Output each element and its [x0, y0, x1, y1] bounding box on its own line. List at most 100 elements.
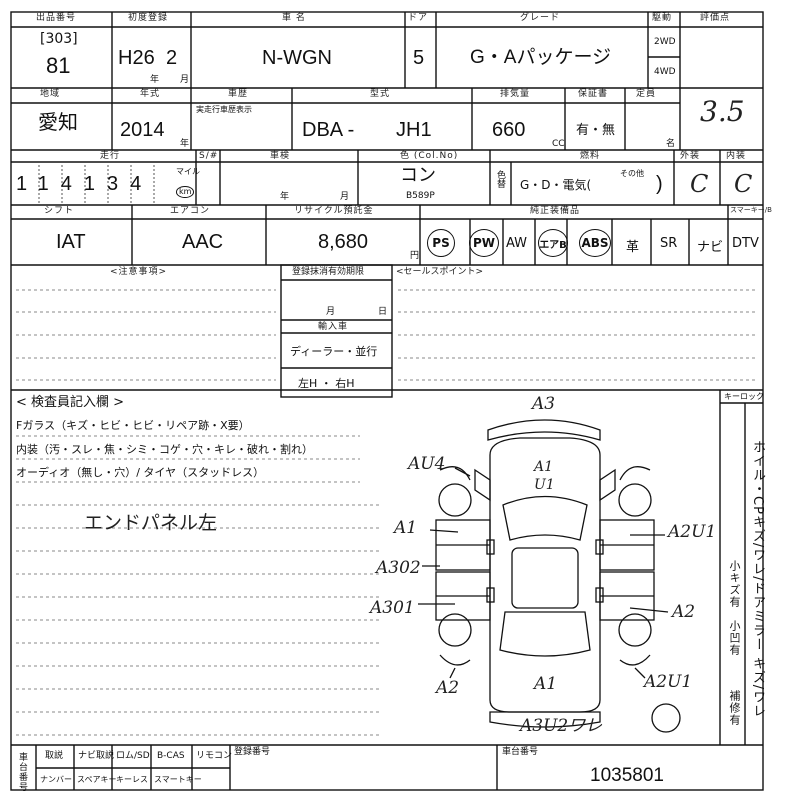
month-unit: 月 — [180, 75, 190, 85]
doors-value: 5 — [413, 47, 425, 69]
hdr-fuel: 燃料 — [580, 151, 601, 161]
history-label: 実走行車歴表示 — [196, 105, 252, 114]
reg-day: 日 — [378, 307, 388, 317]
interior-value: C — [734, 170, 753, 198]
hdr-score: 評価点 — [700, 13, 731, 23]
bottom-chassis-label: 車台番号 — [502, 747, 539, 757]
hdr-doors: ドア — [408, 13, 429, 23]
hdr-color: 色 (Col.No) — [400, 151, 459, 161]
capacity-unit: 名 — [666, 139, 676, 149]
lot-prefix: [303] — [40, 31, 78, 47]
equip-dtv: DTV — [732, 236, 759, 251]
hdr-notes: <注意事項> — [110, 267, 168, 277]
model-prefix: DBA - — [302, 119, 355, 141]
mileage-value: 114134 — [16, 173, 154, 195]
hdr-interior: 内装 — [726, 151, 747, 161]
score-value: 3.5 — [700, 95, 745, 128]
mark-roof2: U1 — [534, 477, 555, 493]
hdr-ac: エアコン — [170, 206, 211, 216]
inspection-year: 年 — [280, 192, 290, 202]
hdr-keylock: キーロック — [724, 392, 764, 401]
cc-label: CC — [552, 139, 565, 149]
equip-navi: ナビ — [697, 240, 724, 255]
color-code: B589P — [406, 191, 435, 201]
mark-left-2: A302 — [376, 558, 421, 578]
yen-label: 円 — [410, 251, 420, 261]
hdr-inspection: 車検 — [270, 151, 291, 161]
hdr-first-reg: 初度登録 — [128, 13, 169, 23]
fuel-value: G・D・電気( — [520, 178, 592, 192]
equip-ps: PS — [427, 229, 455, 257]
bottom-ki2-2: スペアキー — [77, 775, 117, 784]
bottom-ki-1: 取説 — [45, 751, 64, 761]
side-small-1: 小キズ有 — [728, 560, 741, 608]
hdr-displacement: 排気量 — [500, 89, 531, 99]
color-value: コン — [400, 165, 436, 185]
region-value: 愛知 — [38, 112, 78, 134]
bottom-side-label: 車台番号 — [17, 752, 27, 792]
inspection-month: 月 — [340, 192, 350, 202]
bottom-ki-2: ナビ取説 — [78, 751, 115, 761]
inspector-line2: 内装（汚・スレ・焦・シミ・コゲ・穴・キレ・破れ・割れ） — [16, 443, 313, 456]
equip-aw: AW — [506, 236, 528, 251]
bottom-ki-3: ロム/SD — [116, 751, 150, 761]
side-column-text: ホイル・CPキズ/ワレ/ドアミラー キズ/ワレ — [750, 440, 765, 719]
inspector-handwritten: エンドパネル左 — [84, 512, 218, 534]
displacement-value: 660 — [492, 119, 526, 141]
mark-left-3: A301 — [370, 598, 415, 618]
hdr-warranty: 保証書 — [578, 89, 609, 99]
mark-left-rear: A2 — [436, 678, 460, 698]
hdr-grade: グレード — [520, 13, 561, 23]
mile-label: マイル — [176, 167, 200, 176]
side-small-2: 小凹有 — [728, 620, 741, 656]
hdr-model: 型式 — [370, 89, 391, 99]
mark-left-front: AU4 — [408, 454, 446, 474]
import-type: ディーラー・並行 — [290, 345, 378, 358]
bottom-ki2-4: スマートキー — [154, 775, 202, 784]
mark-rear-2: A3U2ワレ — [520, 716, 603, 736]
car-name-value: N-WGN — [262, 47, 332, 69]
hdr-sale-points: <セールスポイント> — [396, 267, 484, 277]
side-small-3: 補修有 — [728, 690, 741, 726]
hdr-region: 地域 — [40, 89, 61, 99]
drive-2wd: 2WD — [654, 37, 676, 47]
bottom-ki2-3: キーレス — [116, 775, 148, 784]
hdr-smartkey: スマーキー/B — [730, 206, 772, 214]
year-value: 2014 — [120, 119, 165, 141]
inspector-line1: Fガラス（キズ・ヒビ・ヒビ・リペア跡・X要） — [16, 419, 250, 432]
model-value: JH1 — [396, 119, 432, 141]
equip-sr: SR — [660, 236, 678, 251]
hdr-shift: シフト — [44, 206, 75, 216]
first-reg-month: 2 — [166, 47, 178, 69]
equip-leather: 革 — [626, 240, 640, 255]
hdr-import: 輸入車 — [318, 322, 349, 332]
mark-right-rear: A2U1 — [644, 672, 693, 692]
mark-right-2: A2 — [672, 602, 696, 622]
hdr-mileage-unit: S/# — [199, 151, 219, 161]
lot-number: 81 — [46, 53, 71, 78]
hdr-year: 年式 — [140, 89, 161, 99]
recycle-value: 8,680 — [318, 231, 369, 253]
grade-value: G・Aパッケージ — [470, 47, 612, 68]
bottom-reg-no: 登録番号 — [234, 747, 271, 757]
chassis-number: 1035801 — [590, 765, 664, 786]
fuel-other: その他 — [620, 169, 644, 178]
inspector-line3: オーディオ（無し・穴）/ タイヤ（スタッドレス） — [16, 466, 265, 479]
hdr-drive: 駆動 — [652, 13, 673, 23]
color-change: 色替 — [495, 170, 505, 188]
handle-side: 左H ・ 右H — [298, 377, 355, 390]
hdr-lot: 出品番号 — [36, 13, 77, 23]
mark-front: A3 — [532, 394, 556, 414]
ac-value: AAC — [182, 231, 224, 253]
warranty-value: 有・無 — [576, 123, 616, 138]
hdr-recycle: リサイクル預託金 — [294, 206, 374, 216]
hdr-reg-expiry: 登録抹消有効期限 — [292, 267, 365, 277]
mark-left-1: A1 — [394, 518, 418, 538]
equip-pw: PW — [469, 229, 499, 257]
hdr-car-name: 車 名 — [282, 13, 306, 23]
bottom-ki2-1: ナンバー — [40, 775, 72, 784]
hdr-inspector: < 検査員記入欄 > — [16, 395, 125, 410]
year-label: 年 — [180, 139, 190, 149]
